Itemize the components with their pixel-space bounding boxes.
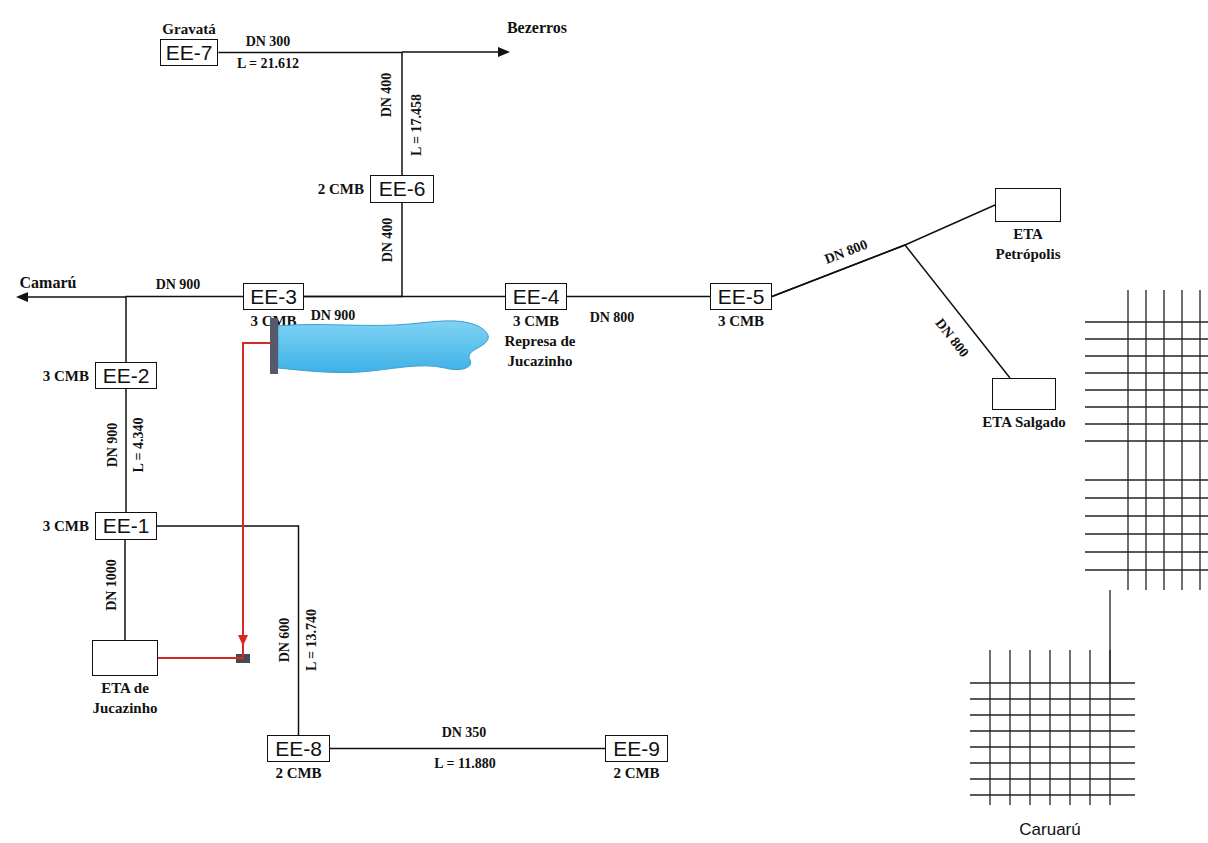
street-line: [1085, 389, 1208, 390]
station-note: Represa de Jucazinho: [494, 332, 586, 371]
station-id: EE-1: [103, 514, 150, 538]
pump-station: EE-33 CMB: [243, 283, 304, 310]
station-note: ETA Salgado: [982, 413, 1066, 433]
street-line: [1085, 569, 1208, 570]
pipe-line: [126, 389, 127, 512]
street-line: [989, 650, 990, 805]
pipe-spec: L = 21.612: [236, 56, 300, 71]
pump-station: GravatáEE-7: [160, 39, 219, 66]
street-line: [1085, 355, 1208, 356]
station-note: 2 CMB: [318, 181, 364, 198]
street-line: [1069, 650, 1070, 805]
street-line: [1085, 515, 1208, 516]
station-note: 3 CMB: [513, 313, 559, 330]
pipe-spec: L = 13.740: [304, 608, 319, 672]
pipe-line: [125, 540, 126, 640]
pipe-spec: DN 350: [441, 725, 488, 740]
station-id: EE-4: [513, 285, 560, 309]
pipe-line: [772, 245, 1010, 378]
street-line: [1049, 650, 1050, 805]
street-line: [1199, 290, 1200, 590]
pipe-spec: DN 400: [379, 72, 394, 119]
station-id: EE-6: [379, 177, 426, 201]
pipe-spec: L = 11.880: [433, 756, 496, 771]
pipe-spec: DN 800: [589, 310, 636, 325]
street-line: [1145, 290, 1146, 590]
reservoir: Represa de Jucazinho: [270, 318, 492, 374]
pump-station: EE-53 CMB: [710, 283, 772, 310]
pipe-spec: DN 600: [277, 617, 292, 664]
station-note: Gravatá: [162, 21, 215, 38]
pipe-spec: DN 300: [245, 34, 292, 49]
city-name: Caruarú: [1018, 821, 1081, 840]
pipe-spec: DN 900: [310, 308, 357, 323]
street-line: [1127, 290, 1128, 590]
station-note: 3 CMB: [43, 518, 89, 535]
station-note: 3 CMB: [43, 367, 89, 384]
street-line: [1085, 533, 1208, 534]
pump-station: 2 CMBEE-6: [370, 175, 434, 203]
station-id: EE-9: [613, 737, 660, 761]
treatment-plant: ETA Petrópolis: [995, 188, 1061, 222]
pump-station: EE-82 CMB: [267, 735, 330, 762]
street-line: [1085, 406, 1208, 407]
pipe-spec: L = 4.340: [131, 416, 146, 473]
pump-station: 3 CMBEE-2: [95, 362, 157, 389]
pipe-spec: DN 800: [821, 236, 870, 267]
place-name: Bezerros: [506, 19, 568, 37]
street-line: [1085, 551, 1208, 552]
station-id: EE-8: [275, 737, 322, 761]
pipe-spec: L = 17.458: [409, 93, 424, 157]
station-note: ETA de Jucazinho: [83, 679, 167, 718]
raw-water-main: [158, 343, 270, 658]
pipe-spec: DN 900: [105, 422, 120, 469]
street-line: [1181, 290, 1182, 590]
station-id: EE-2: [103, 364, 150, 388]
street-line: [1085, 497, 1208, 498]
pump-station: EE-43 CMB: [505, 283, 567, 310]
station-note: 2 CMB: [275, 765, 321, 782]
pipe-line: [330, 748, 605, 749]
city-grid: [970, 290, 1208, 805]
treatment-plant: ETA de Jucazinho: [92, 640, 158, 676]
pipe-line: [567, 296, 710, 297]
pipe-line: [218, 53, 402, 176]
street-line: [1085, 372, 1208, 373]
station-note: 3 CMB: [718, 313, 764, 330]
arrow-head: [498, 47, 510, 57]
street-line: [1009, 650, 1010, 805]
pipe-line: [402, 51, 500, 53]
station-id: EE-5: [718, 285, 765, 309]
street-line: [1085, 423, 1208, 424]
street-line: [1085, 321, 1208, 322]
street-line: [1085, 479, 1208, 480]
treatment-plant: ETA Salgado: [992, 378, 1056, 410]
street-line: [1085, 440, 1208, 441]
station-note: 2 CMB: [613, 765, 659, 782]
station-id: EE-7: [166, 41, 213, 65]
street-line: [1109, 590, 1110, 683]
station-id: EE-3: [250, 285, 297, 309]
pipe-spec: DN 400: [380, 217, 395, 264]
street-line: [1029, 650, 1030, 805]
pump-station: EE-92 CMB: [605, 735, 668, 762]
street-line: [1089, 650, 1090, 805]
place-name: Camarú: [19, 274, 78, 292]
pipe-line: [304, 203, 402, 297]
arrow-head: [16, 292, 28, 302]
pipe-line: [126, 297, 243, 363]
pipe-line: [157, 526, 299, 735]
street-line: [1085, 338, 1208, 339]
pump-station: 3 CMBEE-1: [95, 512, 157, 540]
reservoir-outline: [270, 318, 492, 374]
pipe-line: [304, 296, 505, 297]
street-line: [1163, 290, 1164, 590]
pipe-spec: DN 1000: [104, 558, 119, 612]
pipe-line: [26, 296, 126, 298]
station-note: ETA Petrópolis: [986, 225, 1070, 264]
pipe-spec: DN 900: [155, 277, 202, 292]
